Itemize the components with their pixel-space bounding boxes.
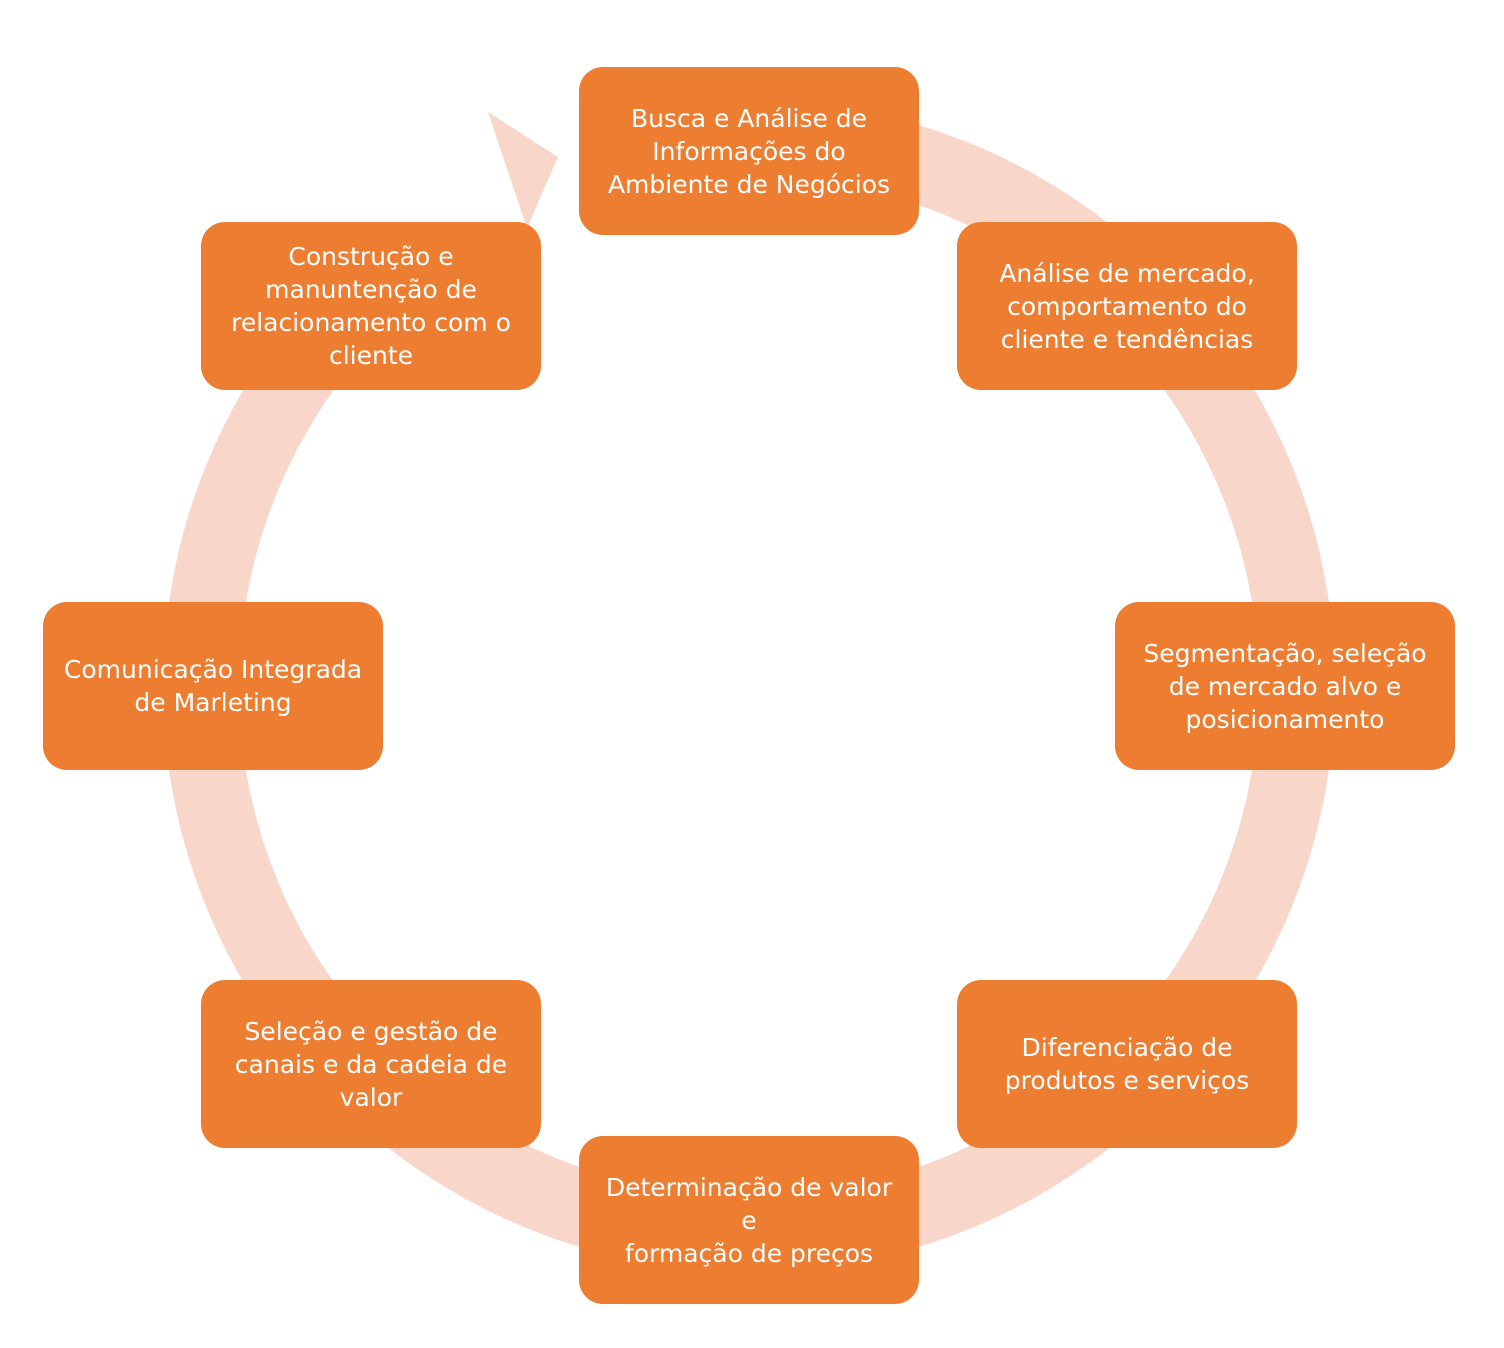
cycle-node-segmentation: Segmentação, seleção de mercado alvo e p… bbox=[1115, 602, 1455, 770]
cycle-node-market-analysis: Análise de mercado, comportamento do cli… bbox=[957, 222, 1297, 390]
cycle-node-label: Seleção e gestão de canais e da cadeia d… bbox=[234, 1016, 508, 1112]
cycle-node-label: Diferenciação de produtos e serviços bbox=[1004, 1033, 1250, 1095]
cycle-node-relationship: Construção e manuntenção de relacionamen… bbox=[201, 222, 541, 390]
cycle-node-channels: Seleção e gestão de canais e da cadeia d… bbox=[201, 980, 541, 1148]
cycle-node-business-environment: Busca e Análise de Informações do Ambien… bbox=[579, 67, 919, 235]
cycle-node-communication: Comunicação Integrada de Marleting bbox=[43, 602, 383, 770]
cycle-node-label: Busca e Análise de Informações do Ambien… bbox=[607, 103, 891, 199]
cycle-node-label: Comunicação Integrada de Marleting bbox=[63, 655, 363, 717]
cycle-node-label: Segmentação, seleção de mercado alvo e p… bbox=[1143, 638, 1427, 734]
cycle-node-label: Determinação de valor e formação de preç… bbox=[605, 1172, 893, 1268]
cycle-node-pricing: Determinação de valor e formação de preç… bbox=[579, 1136, 919, 1304]
cycle-node-label: Construção e manuntenção de relacionamen… bbox=[231, 242, 511, 370]
cycle-node-differentiation: Diferenciação de produtos e serviços bbox=[957, 980, 1297, 1148]
cycle-arrowhead bbox=[488, 112, 558, 228]
cycle-node-label: Análise de mercado, comportamento do cli… bbox=[999, 258, 1255, 354]
